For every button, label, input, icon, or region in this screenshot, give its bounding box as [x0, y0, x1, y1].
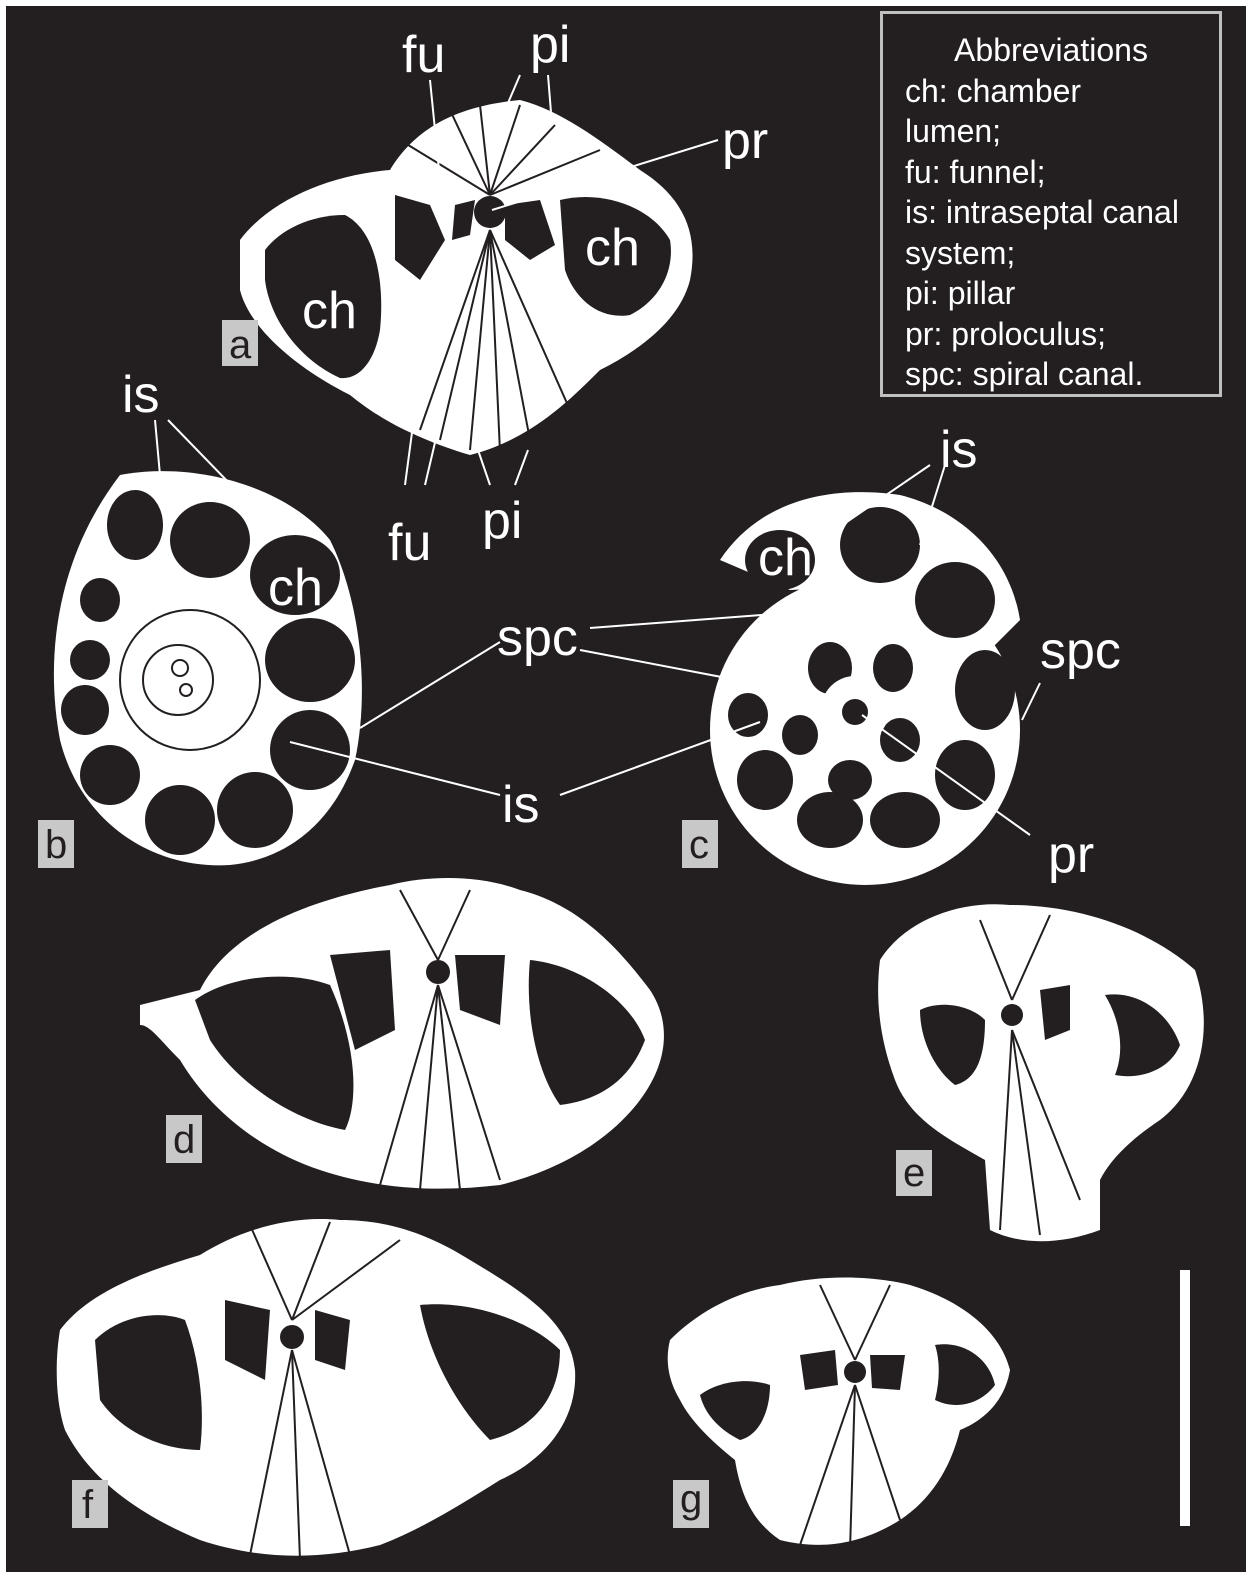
panel-tag-f: f: [72, 1480, 108, 1528]
legend-line: system;: [905, 233, 1219, 274]
panel-tag-d: d: [166, 1115, 202, 1163]
legend-line: is: intraseptal canal: [905, 192, 1219, 233]
label-spc-center: spc: [497, 609, 578, 667]
specimen-b: [54, 420, 500, 865]
legend-line: spc: spiral canal.: [905, 354, 1219, 395]
panel-tag-g: g: [673, 1477, 709, 1528]
legend-title: Abbreviations: [905, 30, 1219, 71]
legend-line: fu: funnel;: [905, 152, 1219, 193]
legend-line: pr: proloculus;: [905, 314, 1219, 355]
panel-tag-e: e: [896, 1150, 932, 1196]
panel-tag-b-text: b: [45, 823, 67, 867]
label-pi-a-top: pi: [530, 16, 570, 74]
panel-tag-b: b: [38, 820, 74, 868]
label-spc-c: spc: [1040, 622, 1121, 680]
abbreviations-legend: Abbreviations ch: chamber lumen; fu: fun…: [880, 11, 1222, 397]
panel-tag-d-text: d: [173, 1118, 195, 1162]
specimen-d: [140, 878, 664, 1190]
panel-tag-a-text: a: [229, 323, 252, 367]
panel-tag-c: c: [682, 820, 718, 868]
label-is-b: is: [122, 366, 160, 424]
label-pr-a: pr: [722, 112, 768, 170]
scale-bar: [1180, 1270, 1190, 1526]
specimen-g: [668, 1278, 1010, 1551]
legend-line: ch: chamber: [905, 71, 1219, 112]
legend-line: pi: pillar: [905, 273, 1219, 314]
label-pr-c: pr: [1048, 826, 1094, 884]
panel-tag-g-text: g: [680, 1477, 702, 1521]
label-ch-a-left: ch: [302, 282, 357, 340]
label-fu-a-bottom: fu: [388, 514, 431, 572]
legend-line: lumen;: [905, 111, 1219, 152]
label-ch-a-right: ch: [585, 219, 640, 277]
label-ch-c: ch: [758, 529, 813, 587]
specimen-c: [560, 465, 1040, 885]
specimen-a: [240, 75, 718, 485]
label-fu-a-top: fu: [402, 26, 445, 84]
panel-tag-f-text: f: [82, 1483, 94, 1527]
label-ch-b: ch: [268, 559, 323, 617]
label-is-c: is: [940, 421, 978, 479]
label-is-center: is: [502, 776, 540, 834]
panel-tag-a: a: [222, 320, 258, 367]
panel-tag-c-text: c: [689, 823, 709, 867]
label-pi-a-bottom: pi: [482, 492, 522, 550]
panel-tag-e-text: e: [903, 1151, 925, 1195]
specimen-f: [57, 1219, 575, 1560]
